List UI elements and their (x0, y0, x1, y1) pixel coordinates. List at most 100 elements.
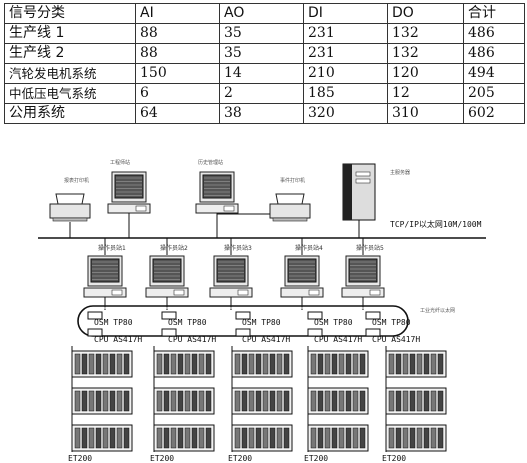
rack-module (317, 353, 324, 375)
event-printer-icon (269, 193, 311, 222)
table-cell: 生产线 2 (4, 43, 136, 64)
rack-module (198, 427, 205, 449)
rack-module (388, 427, 395, 449)
cpu-label: CPU AS417H (168, 335, 216, 344)
rack-module (116, 353, 123, 375)
rack-module (338, 353, 345, 375)
table-cell: 2 (219, 83, 304, 104)
table-cell: 602 (463, 103, 525, 124)
rack-frame (71, 424, 133, 452)
rack-module (177, 427, 184, 449)
monitor-screen (202, 174, 232, 199)
rack-module (276, 390, 283, 412)
operator-station-icon (83, 255, 127, 298)
table-header-cell: 信号分类 (4, 3, 136, 24)
rack-module (177, 353, 184, 375)
server-bay (355, 178, 371, 184)
table-cell: 486 (463, 43, 525, 64)
table-cell: 64 (135, 103, 220, 124)
rack-module (234, 390, 241, 412)
rack-module (423, 427, 430, 449)
monitor-screen (114, 174, 144, 199)
rack-module (170, 427, 177, 449)
table-cell: 88 (135, 43, 220, 64)
rack-module (116, 427, 123, 449)
monitor-screen (348, 258, 378, 283)
rack-module (416, 353, 423, 375)
drive-slot (111, 289, 123, 296)
rack-module (317, 427, 324, 449)
rack-module (156, 390, 163, 412)
rack-module (248, 427, 255, 449)
et200-rack-stack (231, 350, 293, 452)
osm-label: OSM TP80 (372, 318, 411, 327)
rack-module (184, 353, 191, 375)
rack-module (95, 427, 102, 449)
server-bay (355, 171, 371, 177)
rack-module (184, 427, 191, 449)
table-cell: 6 (135, 83, 220, 104)
rack-module (402, 427, 409, 449)
server-side (343, 164, 352, 220)
table-cell: 210 (303, 63, 388, 84)
rack-module (198, 353, 205, 375)
rack-module (156, 427, 163, 449)
rack-module (359, 427, 366, 449)
ring-label: 工业光纤以太网 (420, 307, 455, 314)
rack-module (269, 427, 276, 449)
table-cell: 320 (303, 103, 388, 124)
table-cell: 310 (387, 103, 464, 124)
rack-module (430, 353, 437, 375)
table-cell: 14 (219, 63, 304, 84)
printer-body (269, 203, 311, 219)
rack-module (191, 353, 198, 375)
rack-module (338, 427, 345, 449)
rack-module (205, 390, 212, 412)
rack-frame (385, 424, 447, 452)
rack-frame (231, 387, 293, 415)
rack-module (177, 390, 184, 412)
rack-module (345, 427, 352, 449)
table-header-cell: AO (219, 3, 304, 24)
rack-module (395, 427, 402, 449)
rack-module (123, 390, 130, 412)
rack-module (109, 390, 116, 412)
rack-module (310, 390, 317, 412)
rack-module (109, 353, 116, 375)
osm-switch-icon (161, 311, 177, 320)
rack-module (156, 353, 163, 375)
rack-module (324, 390, 331, 412)
rack-module (345, 353, 352, 375)
rack-frame (153, 350, 215, 378)
main-server-label: 主服务器 (390, 169, 410, 176)
rack-module (402, 353, 409, 375)
rack-module (416, 390, 423, 412)
table-header-cell: DI (303, 3, 388, 24)
printer-tray (272, 217, 308, 222)
rack-module (283, 427, 290, 449)
rack-module (163, 390, 170, 412)
rack-frame (153, 424, 215, 452)
osm-switch-icon (365, 311, 381, 320)
cpu-label: CPU AS417H (94, 335, 142, 344)
rack-module (74, 427, 81, 449)
rack-module (262, 353, 269, 375)
rack-module (81, 390, 88, 412)
osm-switch-icon (365, 328, 381, 337)
rack-module (102, 427, 109, 449)
operator-station-icon (341, 255, 385, 298)
table-cell: 38 (219, 103, 304, 124)
history-station-icon (195, 171, 239, 214)
table-cell: 中低压电气系统 (4, 83, 136, 104)
rack-module (423, 390, 430, 412)
rack-module (116, 390, 123, 412)
rack-module (402, 390, 409, 412)
rack-module (437, 353, 444, 375)
rack-module (163, 427, 170, 449)
history-station-label: 历史管理站 (198, 159, 223, 166)
rack-module (205, 353, 212, 375)
